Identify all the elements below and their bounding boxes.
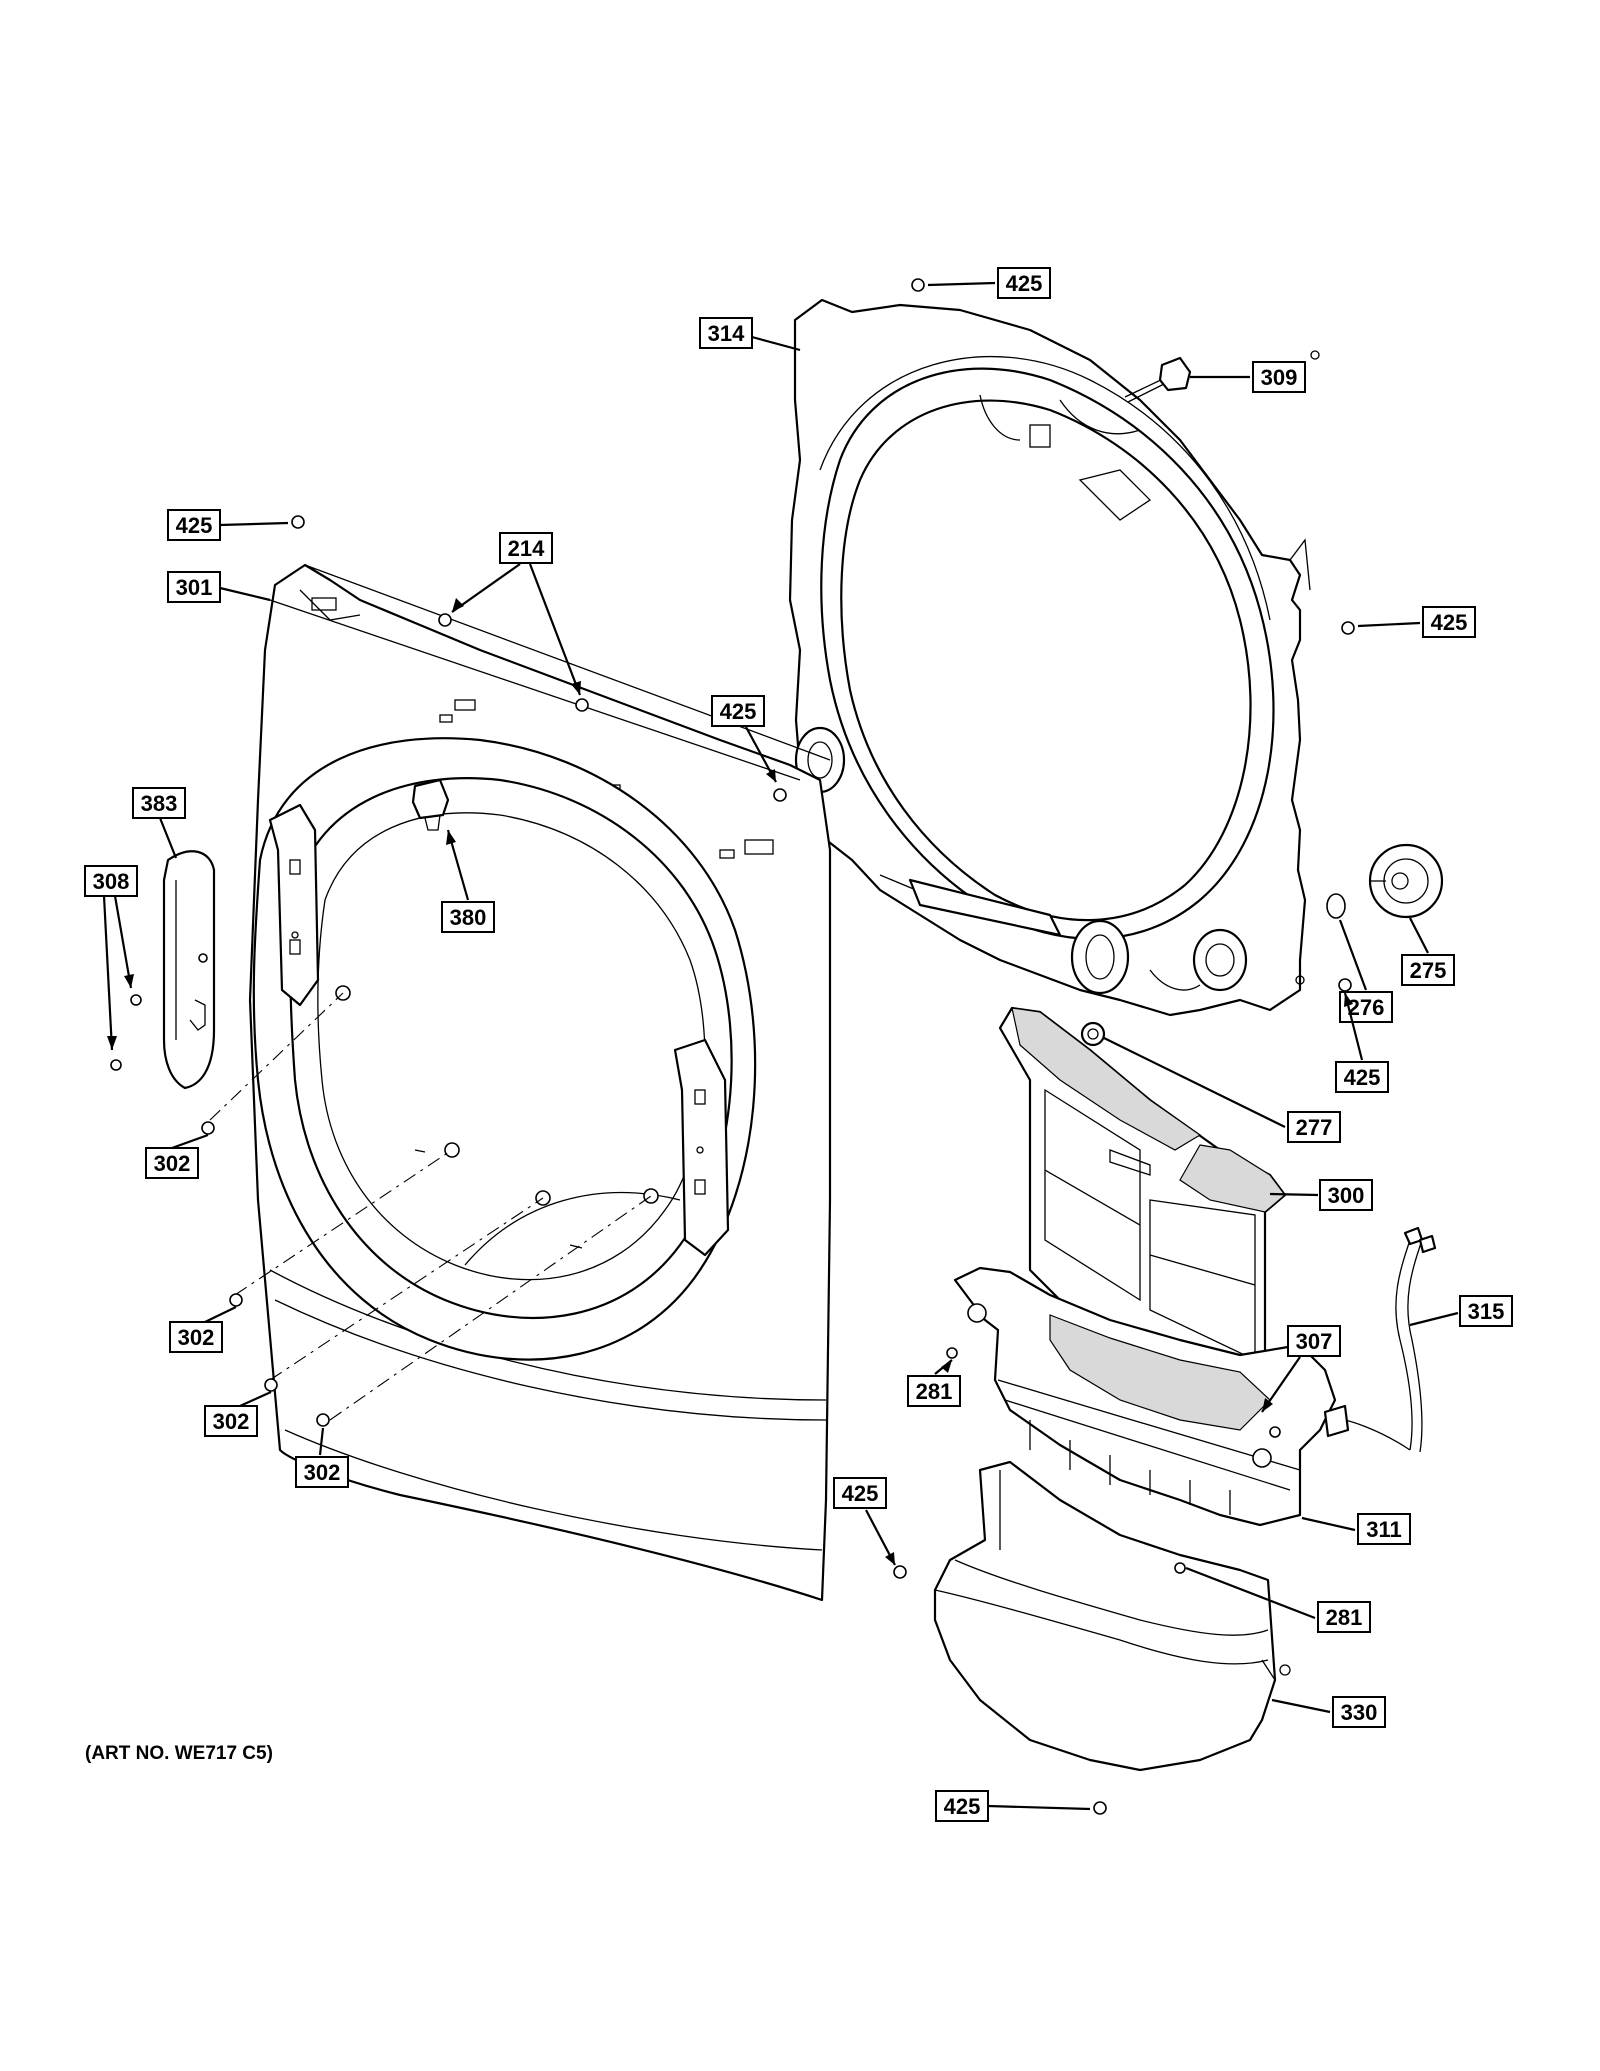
callout-302-c: 302 xyxy=(204,1390,272,1437)
callout-label: 281 xyxy=(1326,1605,1363,1630)
callout-302-d: 302 xyxy=(295,1427,349,1488)
callout-315: 315 xyxy=(1409,1295,1513,1327)
callout-label: 308 xyxy=(93,869,130,894)
callout-label: 307 xyxy=(1296,1329,1333,1354)
callout-425-mid: 425 xyxy=(711,695,777,783)
callout-label: 425 xyxy=(720,699,757,724)
callout-308: 308 xyxy=(84,865,138,1051)
callout-label: 425 xyxy=(842,1481,879,1506)
callout-label: 276 xyxy=(1348,995,1385,1020)
duct-part xyxy=(933,1460,1291,1772)
nut-part xyxy=(1080,1021,1106,1047)
door-switch-part xyxy=(411,778,450,831)
callout-label: 277 xyxy=(1296,1115,1333,1140)
callout-label: 275 xyxy=(1410,958,1447,983)
wire-harness-part xyxy=(1323,1226,1437,1453)
callout-label: 300 xyxy=(1328,1183,1365,1208)
callout-label: 301 xyxy=(176,575,213,600)
callout-label: 315 xyxy=(1468,1299,1505,1324)
roller-part xyxy=(1368,843,1444,919)
callout-309: 309 xyxy=(1190,361,1306,393)
callout-label: 281 xyxy=(916,1379,953,1404)
callout-label: 330 xyxy=(1341,1700,1378,1725)
door-handle-part xyxy=(162,850,216,1090)
rear-bulkhead-part xyxy=(788,298,1320,1017)
callout-383: 383 xyxy=(132,787,186,859)
callout-277: 277 xyxy=(1103,1037,1341,1143)
callout-label: 425 xyxy=(944,1794,981,1819)
callout-425-top: 425 xyxy=(927,267,1051,299)
callout-label: 383 xyxy=(141,791,178,816)
callout-425-low: 425 xyxy=(833,1477,896,1566)
callout-label: 425 xyxy=(1431,610,1468,635)
callout-label: 425 xyxy=(1344,1065,1381,1090)
callout-425-right: 425 xyxy=(1357,606,1476,638)
callout-380: 380 xyxy=(441,829,495,933)
callout-425-bottom: 425 xyxy=(935,1790,1091,1822)
callout-276: 276 xyxy=(1338,919,1393,1023)
callout-label: 314 xyxy=(708,321,745,346)
callout-label: 425 xyxy=(1006,271,1043,296)
callout-425-rbot: 425 xyxy=(1335,992,1389,1093)
washer-part xyxy=(1326,893,1346,919)
callout-214: 214 xyxy=(451,532,582,696)
callout-302-b: 302 xyxy=(169,1306,237,1353)
callout-425-left: 425 xyxy=(167,509,289,541)
callout-label: 309 xyxy=(1261,365,1298,390)
screw-markers xyxy=(110,278,1355,1815)
callout-label: 302 xyxy=(304,1460,341,1485)
filter-housing-part xyxy=(953,1266,1337,1527)
lint-filter-part xyxy=(998,1006,1287,1387)
front-panel-part xyxy=(248,563,832,1602)
callout-302-a: 302 xyxy=(145,1133,209,1179)
callout-281-b: 281 xyxy=(1185,1566,1371,1633)
callout-307: 307 xyxy=(1261,1325,1341,1413)
callout-label: 214 xyxy=(508,536,545,561)
callout-label: 311 xyxy=(1366,1517,1402,1542)
callout-314: 314 xyxy=(699,317,801,352)
callout-label: 380 xyxy=(450,905,487,930)
callout-label: 302 xyxy=(154,1151,191,1176)
callout-281-a: 281 xyxy=(907,1359,961,1407)
callout-275: 275 xyxy=(1401,917,1455,986)
callout-label: 302 xyxy=(178,1325,215,1350)
callout-301: 301 xyxy=(167,571,271,603)
art-number: (ART NO. WE717 C5) xyxy=(85,1743,273,1764)
callout-label: 425 xyxy=(176,513,213,538)
callout-330: 330 xyxy=(1271,1696,1386,1728)
sensor-part xyxy=(1124,356,1192,403)
assembly-lines xyxy=(209,992,652,1421)
callout-label: 302 xyxy=(213,1409,250,1434)
callout-311: 311 xyxy=(1301,1513,1411,1545)
callout-300: 300 xyxy=(1269,1179,1373,1211)
